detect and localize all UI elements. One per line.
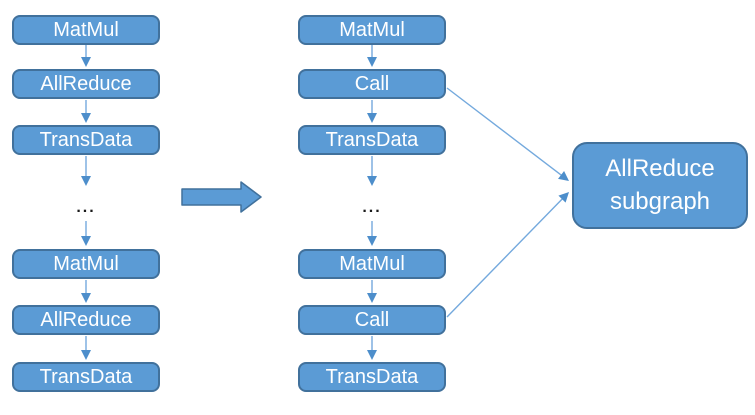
connector-arrow xyxy=(81,221,91,246)
connector-arrow xyxy=(81,45,91,67)
node-matmul: MatMul xyxy=(12,249,160,279)
transform-arrow-icon xyxy=(181,181,262,213)
node-allreduce: AllReduce xyxy=(12,305,160,335)
connector-arrow xyxy=(81,156,91,186)
connector-arrow xyxy=(367,280,377,303)
connector-arrow xyxy=(367,45,377,67)
node-matmul: MatMul xyxy=(298,249,446,279)
node-transdata: TransData xyxy=(298,362,446,392)
node-allreduce-subgraph: AllReduce subgraph xyxy=(572,142,748,229)
node-transdata: TransData xyxy=(12,362,160,392)
subgraph-label-line1: AllReduce xyxy=(605,155,715,183)
middle-column-ellipsis: ... xyxy=(362,199,382,216)
node-call: Call xyxy=(298,69,446,99)
connector-arrow xyxy=(367,156,377,186)
node-transdata: TransData xyxy=(12,125,160,155)
connector-arrow xyxy=(367,336,377,360)
left-column-ellipsis: ... xyxy=(76,199,96,216)
node-matmul: MatMul xyxy=(12,15,160,45)
node-allreduce: AllReduce xyxy=(12,69,160,99)
connector-arrow xyxy=(367,100,377,123)
node-transdata: TransData xyxy=(298,125,446,155)
subgraph-label-line2: subgraph xyxy=(609,187,711,215)
connector-arrow xyxy=(81,280,91,303)
call-to-subgraph-edge xyxy=(446,192,569,318)
connector-arrow xyxy=(81,100,91,123)
connector-arrow xyxy=(367,221,377,246)
call-to-subgraph-edge xyxy=(446,87,569,181)
connector-arrow xyxy=(81,336,91,360)
node-call: Call xyxy=(298,305,446,335)
node-matmul: MatMul xyxy=(298,15,446,45)
